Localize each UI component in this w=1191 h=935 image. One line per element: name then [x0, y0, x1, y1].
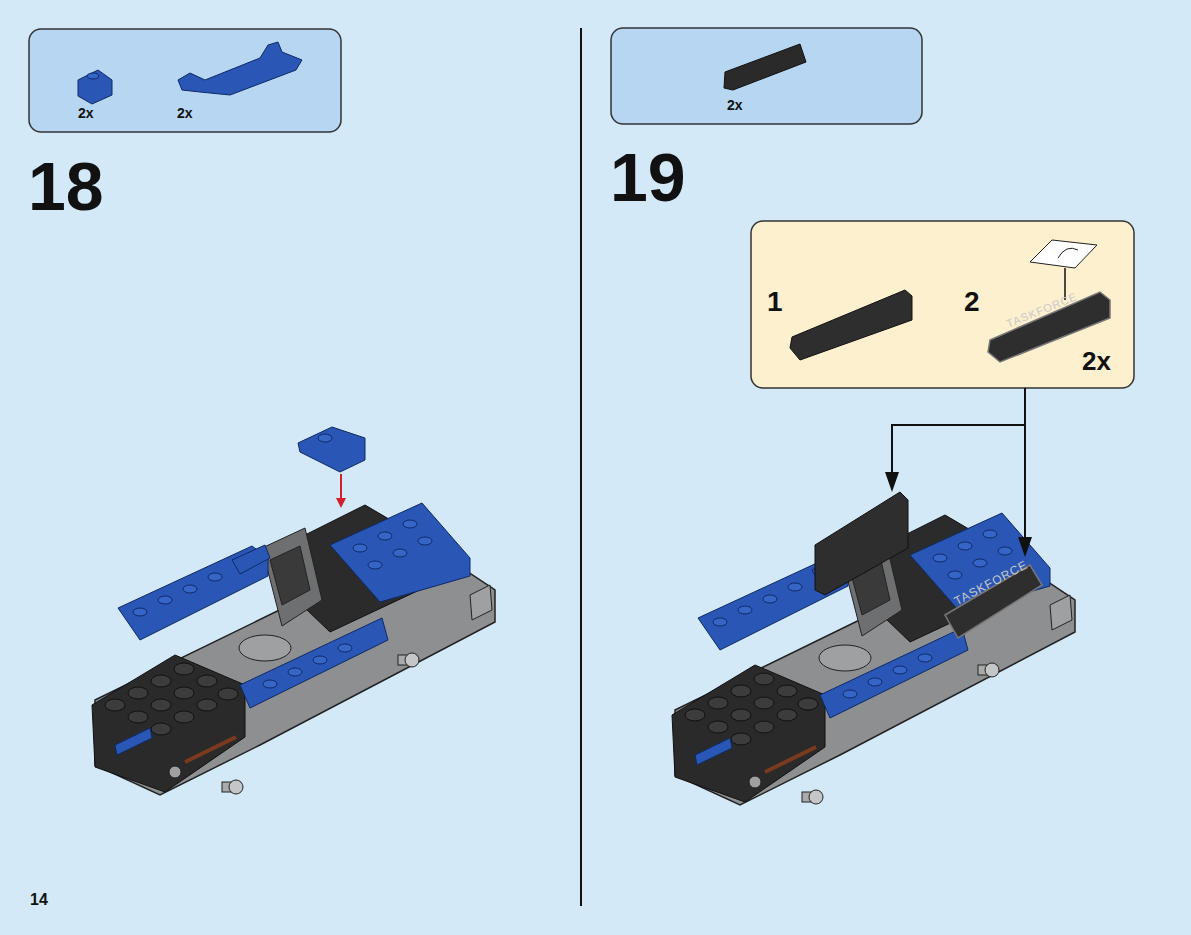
callout-box: 2x 2x — [29, 29, 341, 132]
step-number: 18 — [28, 152, 104, 220]
callout-box: 2x — [611, 28, 922, 124]
callout-box: 1 2 TASKFORCE2x — [751, 221, 1134, 388]
callout-text: 2 — [964, 288, 980, 316]
page-number: 14 — [30, 892, 48, 908]
callout-text: TASKFORCE — [1005, 291, 1079, 329]
callout-text: 1 — [767, 288, 783, 316]
callout-text: 2x — [78, 106, 94, 120]
callout-text: 2x — [727, 98, 743, 112]
callout-text: 2x — [1082, 348, 1111, 374]
step-number: 19 — [610, 143, 686, 211]
callout-text: 2x — [177, 106, 193, 120]
